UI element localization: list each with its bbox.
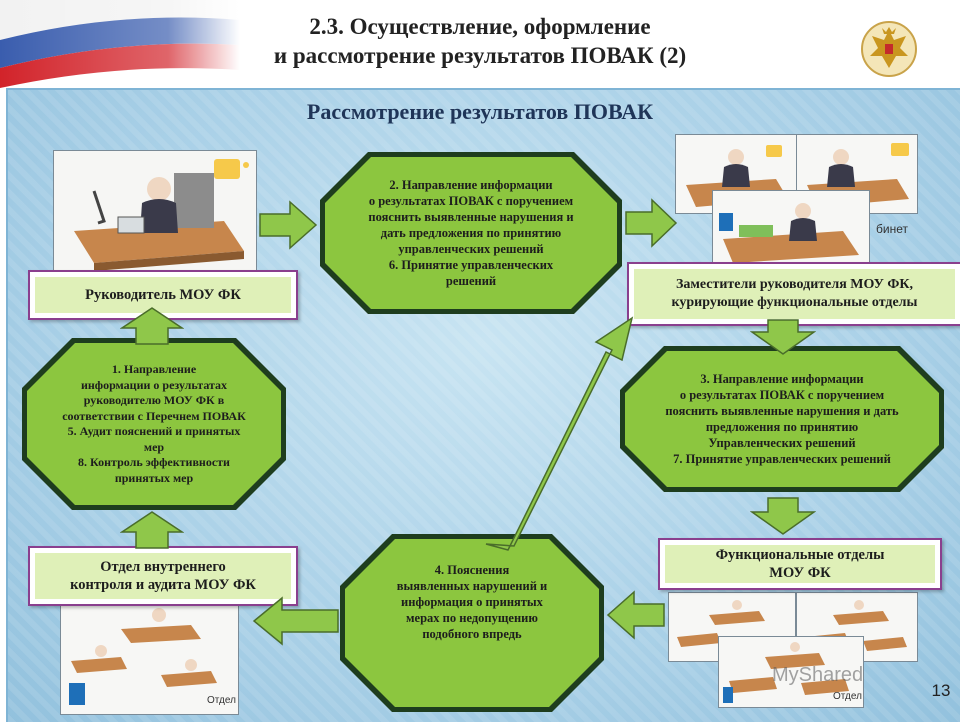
step-2-line-5: управленческих решений (398, 242, 544, 256)
title-line-1: 2.3. Осуществление, оформление (309, 14, 651, 39)
myshared-watermark: MyShared (772, 664, 864, 686)
arrow-step2-to-deputies (625, 198, 678, 248)
step-2-line-6: 6. Принятие управленческих (388, 258, 554, 272)
deputy-photo-3 (712, 190, 870, 266)
head-label: Руководитель МОУ ФК (28, 270, 298, 320)
deputies-label-line-1: Заместители руководителя МОУ ФК, (675, 277, 914, 292)
functional-dept-photo-3: Отдел (718, 636, 864, 708)
step-3-line-6: 7. Принятие управленческих решений (673, 452, 891, 466)
step-4-octagon: 4. Пояснения выявленных нарушений и инфо… (338, 532, 606, 714)
deputies-label-line-2: курирующие функциональные отделы (671, 295, 918, 310)
deputies-label: Заместители руководителя МОУ ФК, курирую… (627, 262, 960, 326)
step-2-line-7: решений (445, 274, 497, 288)
functional-departments-label: Функциональные отделы МОУ ФК (658, 538, 942, 590)
step-3-line-4: предложения по принятию (705, 420, 859, 434)
double-headed-eagle-emblem-icon (858, 18, 920, 80)
step-4-line-3: информация о принятых (401, 595, 543, 609)
head-label-text: Руководитель МОУ ФК (85, 287, 241, 303)
arrow-head-to-step2 (259, 200, 318, 250)
audit-label-line-1: Отдел внутреннего (100, 559, 226, 575)
step-4-line-1: 4. Пояснения (434, 563, 510, 577)
step-3-line-5: Управленческих решений (708, 436, 856, 450)
arrow-step3-to-functional (750, 497, 816, 535)
head-office-photo (53, 150, 257, 272)
page-number: 13 (931, 681, 951, 700)
step-4-line-2: выявленных нарушений и (396, 579, 548, 593)
step-2-octagon: 2. Направление информации о результатах … (318, 150, 624, 316)
step-1-octagon: 1. Направление информации о результатах … (20, 336, 288, 512)
audit-label-line-2: контроля и аудита МОУ ФК (70, 577, 256, 593)
cabinet-caption-text: бинет (876, 222, 908, 236)
functional-label-line-2: МОУ ФК (769, 565, 831, 581)
arrow-functional-to-step4 (606, 590, 665, 640)
step-1-line-3: руководителю МОУ ФК в (83, 393, 225, 407)
step-2-line-1: 2. Направление информации (389, 178, 553, 192)
step-4-line-4: мерах по недопущению (406, 611, 538, 625)
arrow-audit-to-step1 (120, 511, 184, 549)
arrow-step1-to-head (120, 307, 184, 345)
step-3-line-3: пояснить выявленные нарушения и дать (665, 404, 899, 418)
step-1-line-7: 8. Контроль эффективности (78, 455, 230, 469)
step-2-line-4: дать предложения по принятию (380, 226, 562, 240)
step-2-line-2: о результатах ПОВАК с поручением (368, 194, 574, 208)
step-3-octagon: 3. Направление информации о результатах … (618, 344, 946, 494)
diagram-subtitle: Рассмотрение результатов ПОВАК (306, 99, 654, 124)
arrow-step4-to-audit (252, 596, 339, 646)
step-1-line-5: 5. Аудит пояснений и принятых (67, 424, 241, 438)
slide-header: 2.3. Осуществление, оформление и рассмот… (0, 0, 960, 88)
step-4-line-5: подобного впредь (422, 627, 522, 641)
title-line-2: и рассмотрение результатов ПОВАК (2) (273, 43, 687, 68)
step-1-line-4: соответствии с Перечнем ПОВАК (62, 408, 246, 423)
slide-title: 2.3. Осуществление, оформление и рассмот… (180, 12, 780, 70)
step-3-line-1: 3. Направление информации (700, 372, 864, 386)
functional-label-line-1: Функциональные отделы (715, 547, 885, 563)
functional-dept-photo-1 (668, 592, 796, 662)
arrow-step4-to-deputies (485, 316, 634, 551)
step-2-line-3: пояснить выявленные нарушения и (368, 210, 574, 224)
arrow-deputies-to-step3 (750, 319, 816, 355)
russian-flag-banner (0, 0, 240, 88)
audit-department-label: Отдел внутреннего контроля и аудита МОУ … (28, 546, 298, 606)
step-1-line-8: принятых мер (114, 470, 194, 485)
dept-caption-left: Отдел (207, 695, 236, 706)
step-3-line-2: о результатах ПОВАК с поручением (679, 388, 885, 402)
dept-caption-right: Отдел (833, 691, 862, 702)
step-1-line-6: мер (143, 439, 165, 454)
step-1-line-2: информации о результатах (80, 377, 228, 392)
step-1-line-1: 1. Направление (111, 362, 197, 376)
audit-department-photo: Отдел (60, 598, 239, 715)
